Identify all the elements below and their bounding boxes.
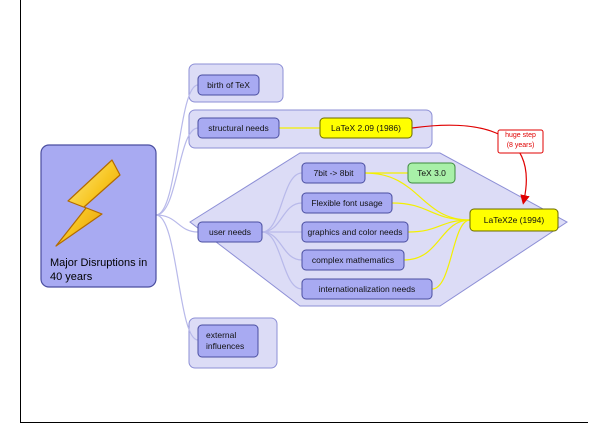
graphics-color-needs-label: graphics and color needs: [307, 226, 403, 237]
7bit-8bit-label: 7bit -> 8bit: [313, 167, 354, 178]
user-connectors: [261, 172, 303, 290]
tex-30-label: TeX 3.0: [417, 167, 446, 178]
user-needs-label: user needs: [208, 226, 252, 237]
latex2e-label: LaTeX2e (1994): [483, 214, 545, 225]
external-influences-node[interactable]: [197, 324, 259, 358]
structural-needs-label: structural needs: [208, 122, 269, 133]
external-influences-label: external influences: [206, 330, 245, 351]
complex-mathematics-label: complex mathematics: [311, 254, 395, 265]
latex2e-node[interactable]: [469, 208, 559, 232]
graphics-color-needs-node[interactable]: [301, 221, 409, 243]
tex-30-node[interactable]: [407, 162, 456, 184]
huge-step-annotation: huge step (8 years): [498, 131, 543, 153]
internationalization-needs-node[interactable]: [301, 278, 433, 300]
yellow-links: [279, 127, 471, 290]
flexible-font-usage-node[interactable]: [301, 192, 393, 214]
annotation-line-1: huge step: [505, 132, 536, 139]
annotation-line-2: (8 years): [506, 142, 535, 149]
internationalization-needs-label: internationalization needs: [318, 283, 416, 294]
canvas-frame: [20, 0, 588, 423]
flexible-font-usage-label: Flexible font usage: [311, 197, 383, 208]
7bit-8bit-node[interactable]: [301, 162, 366, 184]
root-connectors: [155, 84, 199, 341]
root-label: Major Disruptions in 40 years: [50, 257, 148, 283]
huge-step-box: [497, 129, 544, 154]
user-needs-node[interactable]: [197, 221, 263, 243]
structural-needs-node[interactable]: [197, 117, 280, 139]
latex-209-label: LaTeX 2.09 (1986): [331, 122, 401, 133]
latex-209-node[interactable]: [319, 117, 413, 139]
birth-of-tex-node[interactable]: [197, 74, 260, 96]
complex-mathematics-node[interactable]: [301, 249, 405, 271]
lightning-bolt-icon: [55, 159, 121, 247]
birth-of-tex-label: birth of TeX: [207, 79, 250, 90]
huge-step-arrow: [411, 124, 530, 205]
